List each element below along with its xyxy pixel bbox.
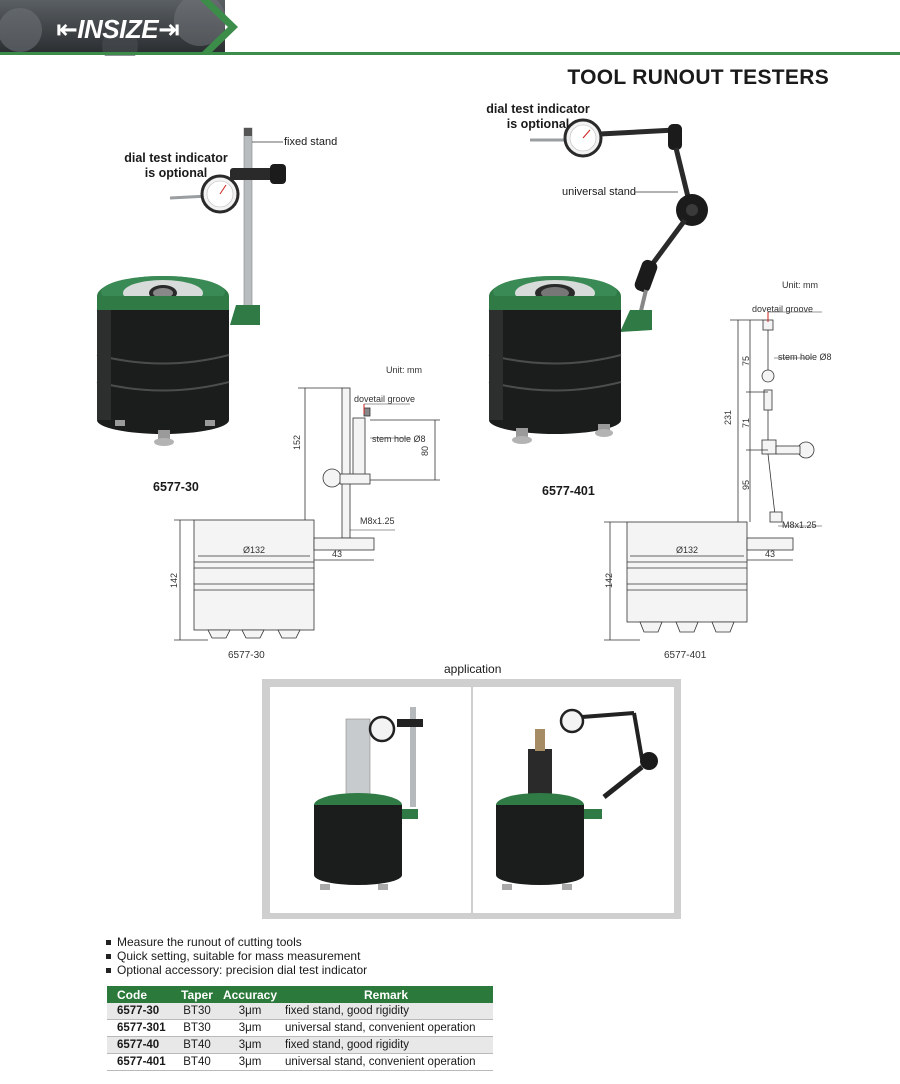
cell-remark: fixed stand, good rigidity [279,1036,493,1054]
model-label-left: 6577-30 [153,480,199,494]
page-title: TOOL RUNOUT TESTERS [567,66,829,89]
bullet-icon [106,967,111,973]
unit-label-left: Unit: mm [386,365,422,375]
thread-label-left: M8x1.25 [360,516,395,526]
callout-dial-optional-right: dial test indicator is optional [483,102,593,132]
callout-line-1: dial test indicator [124,151,228,165]
col-header-code: Code [107,986,173,1003]
drawing-6577-30 [174,387,440,641]
header-banner [0,0,900,56]
table-row: 6577-401 BT40 3μm universal stand, conve… [107,1053,493,1071]
callout-universal-stand: universal stand [562,186,636,198]
feature-list: Measure the runout of cutting tools Quic… [106,935,367,977]
cell-taper: BT30 [173,1003,221,1020]
dim-142-left: 142 [169,572,179,588]
feature-text: Measure the runout of cutting tools [117,935,302,949]
col-header-remark: Remark [279,986,493,1003]
application-photos [262,679,681,919]
callout-line-2: is optional [144,166,208,180]
feature-item: Quick setting, suitable for mass measure… [106,949,367,963]
dim-71-right: 71 [741,417,751,428]
cell-accuracy: 3μm [221,1019,279,1037]
dim-231-right: 231 [723,409,733,425]
model-label-right: 6577-401 [542,484,595,498]
cell-taper: BT40 [173,1053,221,1071]
cell-code: 6577-401 [107,1053,173,1071]
drawing-model-right: 6577-401 [664,650,707,661]
bullet-icon [106,939,111,945]
cell-accuracy: 3μm [221,1003,279,1020]
dim-43-left: 43 [332,549,343,559]
cell-code: 6577-30 [107,1003,173,1020]
diameter-label-left: Ø132 [243,545,266,555]
diameter-label-right: Ø132 [676,545,699,555]
col-header-accuracy: Accuracy [221,986,279,1003]
cell-taper: BT40 [173,1036,221,1054]
dovetail-label-right: dovetail groove [752,304,814,314]
table-row: 6577-40 BT40 3μm fixed stand, good rigid… [107,1036,493,1054]
dim-95-right: 95 [741,479,751,490]
dim-43-right: 43 [765,549,776,559]
cell-code: 6577-40 [107,1036,173,1054]
callout-line-1: dial test indicator [486,102,590,116]
stem-hole-label-left: stem hole Ø8 [372,434,426,444]
dim-142-right: 142 [604,572,614,588]
logo-right-arrow-icon: ⇥ [158,14,180,44]
cell-remark: fixed stand, good rigidity [279,1003,493,1020]
dim-80-left: 80 [420,445,430,456]
cell-remark: universal stand, convenient operation [279,1053,493,1071]
table-row: 6577-301 BT30 3μm universal stand, conve… [107,1019,493,1037]
feature-item: Measure the runout of cutting tools [106,935,367,949]
brand-logo: ⇤INSIZE⇥ [56,14,180,44]
drawing-6577-401 [604,311,822,641]
cell-taper: BT30 [173,1019,221,1037]
drawing-model-left: 6577-30 [228,650,265,661]
unit-label-right: Unit: mm [782,280,818,290]
product-photo-6577-30 [96,127,286,446]
callout-line-2: is optional [506,117,570,131]
bullet-icon [106,953,111,959]
feature-text: Quick setting, suitable for mass measure… [117,949,361,963]
table-row: 6577-30 BT30 3μm fixed stand, good rigid… [107,1003,493,1020]
dim-152-left: 152 [292,434,302,450]
application-title: application [444,662,502,676]
table-header-row: Code Taper Accuracy Remark [107,986,493,1003]
cell-accuracy: 3μm [221,1036,279,1054]
dovetail-label-left: dovetail groove [354,394,416,404]
spec-table: Code Taper Accuracy Remark 6577-30 BT30 … [107,986,493,1071]
thread-label-right: M8x1.25 [782,520,817,530]
feature-item: Optional accessory: precision dial test … [106,963,367,977]
dim-75-right: 75 [741,355,751,366]
callout-dial-optional-left: dial test indicator is optional [116,151,236,181]
cell-accuracy: 3μm [221,1053,279,1071]
callout-fixed-stand: fixed stand [284,136,338,148]
product-photo-6577-401 [488,118,708,444]
feature-text: Optional accessory: precision dial test … [117,963,368,977]
logo-left-arrow-icon: ⇤ [56,14,78,44]
cell-remark: universal stand, convenient operation [279,1019,493,1037]
cell-code: 6577-301 [107,1019,173,1037]
stem-hole-label-right: stem hole Ø8 [778,352,832,362]
col-header-taper: Taper [173,986,221,1003]
